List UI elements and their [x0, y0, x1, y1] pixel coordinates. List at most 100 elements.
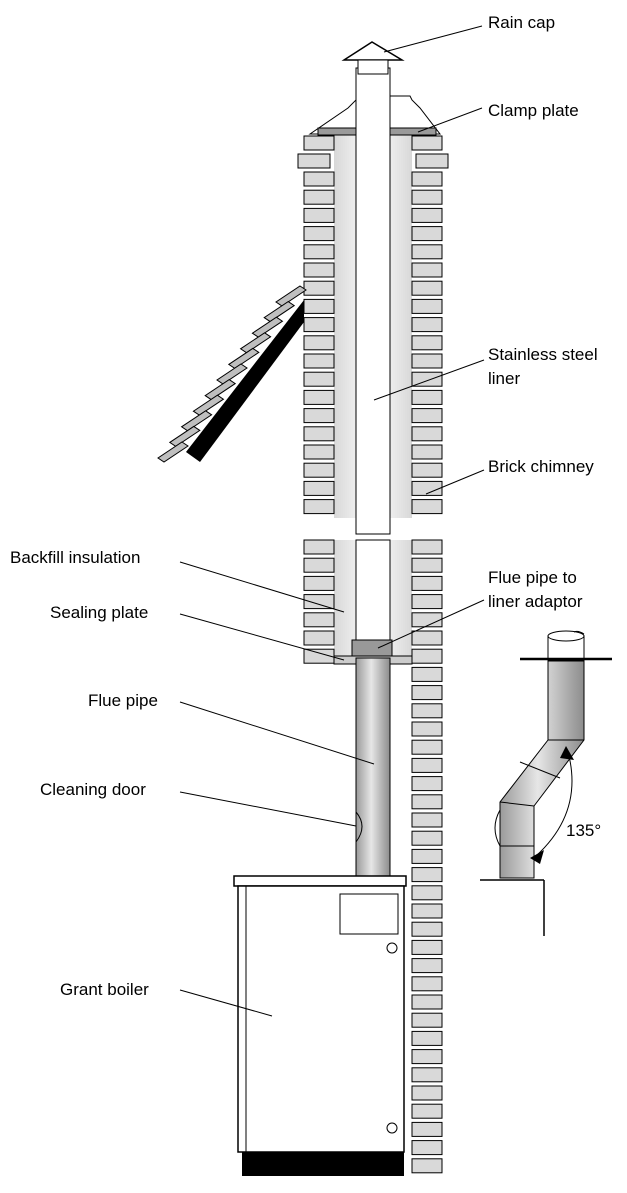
- roof-slope: [157, 285, 307, 463]
- brick: [303, 389, 335, 405]
- brick: [411, 630, 443, 646]
- brick: [303, 244, 335, 260]
- brick: [411, 1158, 443, 1174]
- brick: [411, 575, 443, 591]
- brick: [411, 444, 443, 460]
- label-flue-pipe: Flue pipe: [88, 691, 158, 710]
- brick: [411, 171, 443, 187]
- offset-bend-inset: [480, 630, 612, 936]
- brick: [411, 389, 443, 405]
- brick: [411, 958, 443, 974]
- brick: [411, 703, 443, 719]
- brick: [411, 903, 443, 919]
- brick: [303, 226, 335, 242]
- brick: [303, 298, 335, 314]
- brick: [303, 539, 335, 555]
- brick: [411, 1030, 443, 1046]
- brick: [303, 135, 335, 151]
- brick: [411, 830, 443, 846]
- brick: [411, 1140, 443, 1156]
- label-adaptor-2: liner adaptor: [488, 592, 583, 611]
- brick: [303, 353, 335, 369]
- brick: [411, 480, 443, 496]
- rain-cap: [341, 41, 405, 75]
- brick: [411, 1121, 443, 1137]
- brick: [411, 739, 443, 755]
- brick: [411, 666, 443, 682]
- brick: [303, 189, 335, 205]
- label-backfill-insulation: Backfill insulation: [10, 548, 140, 567]
- label-cleaning-door: Cleaning door: [40, 780, 146, 799]
- brick: [411, 1067, 443, 1083]
- brick: [411, 280, 443, 296]
- brick: [303, 630, 335, 646]
- cleaning-door: [355, 811, 363, 843]
- brick: [303, 426, 335, 442]
- label-stainless-steel-liner-2: liner: [488, 369, 520, 388]
- brick: [411, 298, 443, 314]
- brick: [411, 557, 443, 573]
- brick-chimney-stack: [297, 135, 449, 1174]
- brick: [303, 499, 335, 515]
- brick: [297, 153, 331, 169]
- brick: [411, 1103, 443, 1119]
- brick: [303, 480, 335, 496]
- brick: [303, 612, 335, 628]
- brick: [303, 408, 335, 424]
- label-stainless-steel-liner-1: Stainless steel: [488, 345, 598, 364]
- brick: [303, 557, 335, 573]
- brick: [411, 794, 443, 810]
- brick: [411, 685, 443, 701]
- brick: [411, 921, 443, 937]
- brick: [411, 426, 443, 442]
- brick: [303, 171, 335, 187]
- brick: [411, 462, 443, 478]
- label-grant-boiler: Grant boiler: [60, 980, 149, 999]
- brick: [303, 444, 335, 460]
- label-adaptor-1: Flue pipe to: [488, 568, 577, 587]
- brick: [303, 207, 335, 223]
- label-sealing-plate: Sealing plate: [50, 603, 148, 622]
- brick: [303, 280, 335, 296]
- brick: [411, 353, 443, 369]
- brick: [411, 408, 443, 424]
- brick: [411, 848, 443, 864]
- brick: [411, 1049, 443, 1065]
- brick: [411, 939, 443, 955]
- brick: [411, 189, 443, 205]
- brick: [303, 335, 335, 351]
- brick: [411, 594, 443, 610]
- brick: [411, 135, 443, 151]
- brick: [411, 885, 443, 901]
- brick: [411, 721, 443, 737]
- brick: [411, 757, 443, 773]
- stainless-steel-liner: [355, 67, 391, 535]
- brick: [411, 1012, 443, 1028]
- brick: [411, 994, 443, 1010]
- brick: [411, 499, 443, 515]
- flue-pipe-to-liner-adaptor: [351, 639, 393, 659]
- grant-boiler: [233, 875, 407, 1176]
- brick: [411, 648, 443, 664]
- brick: [303, 575, 335, 591]
- brick: [411, 371, 443, 387]
- label-brick-chimney: Brick chimney: [488, 457, 594, 476]
- brick: [303, 462, 335, 478]
- brick: [411, 776, 443, 792]
- brick: [411, 976, 443, 992]
- brick: [411, 317, 443, 333]
- roof-tile: [157, 441, 189, 463]
- leader-lines: [179, 25, 485, 1017]
- label-rain-cap: Rain cap: [488, 13, 555, 32]
- brick: [415, 153, 449, 169]
- brick: [411, 244, 443, 260]
- brick: [411, 335, 443, 351]
- brick: [303, 594, 335, 610]
- brick: [411, 207, 443, 223]
- brick: [411, 612, 443, 628]
- brick: [303, 371, 335, 387]
- stainless-steel-liner-lower: [355, 539, 391, 641]
- brick: [411, 226, 443, 242]
- brick: [303, 262, 335, 278]
